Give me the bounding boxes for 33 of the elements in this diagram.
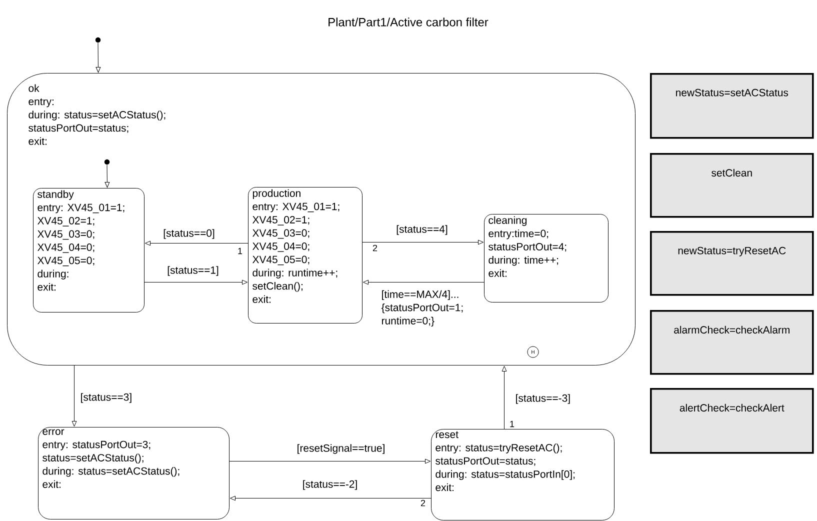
edge-label: [status==-2] [301, 479, 359, 491]
edge-label: [status==-3] [514, 393, 572, 405]
edge-label: [status==4] [395, 224, 449, 236]
priority-number: 2 [420, 500, 426, 506]
priority-number: 1 [510, 420, 514, 428]
state-box: cleaning entry:time=0; statusPortOut=4; during: time++; exit: [484, 214, 608, 302]
state-box: reset entry: status=tryResetAC(); statusPortOut=status; during: status=statusPortIn[0]; exit: [431, 429, 614, 520]
transition-arrow [144, 240, 248, 246]
edge-label: [resetSignal==true] [296, 443, 386, 455]
function-block: newStatus=tryResetAC [650, 230, 814, 296]
function-block: alarmCheck=checkAlarm [650, 310, 814, 375]
transition-arrow [229, 458, 431, 464]
transition-arrow [230, 496, 432, 501]
priority-number: 1 [238, 248, 242, 254]
transition-arrow [362, 240, 484, 245]
state-box: production entry: XV45_01=1; XV45_02=1; XV45_03=0; XV45_04=0; XV45_05=0; during: runtime++; setClean(); exit: [248, 187, 362, 324]
edge-label: [status==1] [166, 265, 220, 277]
transition-arrow [96, 42, 101, 73]
state-box: standby entry: XV45_01=1; XV45_02=1; XV45_03=0; XV45_04=0; XV45_05=0; during: exit: [33, 188, 144, 312]
chart-title: Plant/Part1/Active carbon filter [328, 18, 488, 26]
transition-arrow [362, 280, 484, 285]
transition-arrow [72, 365, 77, 427]
edge-label: [time==MAX/4]... {statusPortOut=1; runtime=0;} [380, 289, 470, 328]
function-block: alertCheck=checkAlert [650, 388, 814, 454]
transition-arrow [104, 164, 110, 188]
transition-arrow [502, 366, 507, 430]
function-block: setClean [650, 153, 814, 218]
function-block: newStatus=setACStatus [650, 73, 814, 139]
edge-label: [status==3] [79, 392, 134, 404]
state-box: error entry: statusPortOut=3; status=setACStatus(); during: status=setACStatus(); exit: [38, 427, 230, 520]
priority-number: 2 [372, 244, 378, 252]
edge-label: [status==0] [162, 228, 216, 240]
transition-arrow [144, 280, 248, 285]
